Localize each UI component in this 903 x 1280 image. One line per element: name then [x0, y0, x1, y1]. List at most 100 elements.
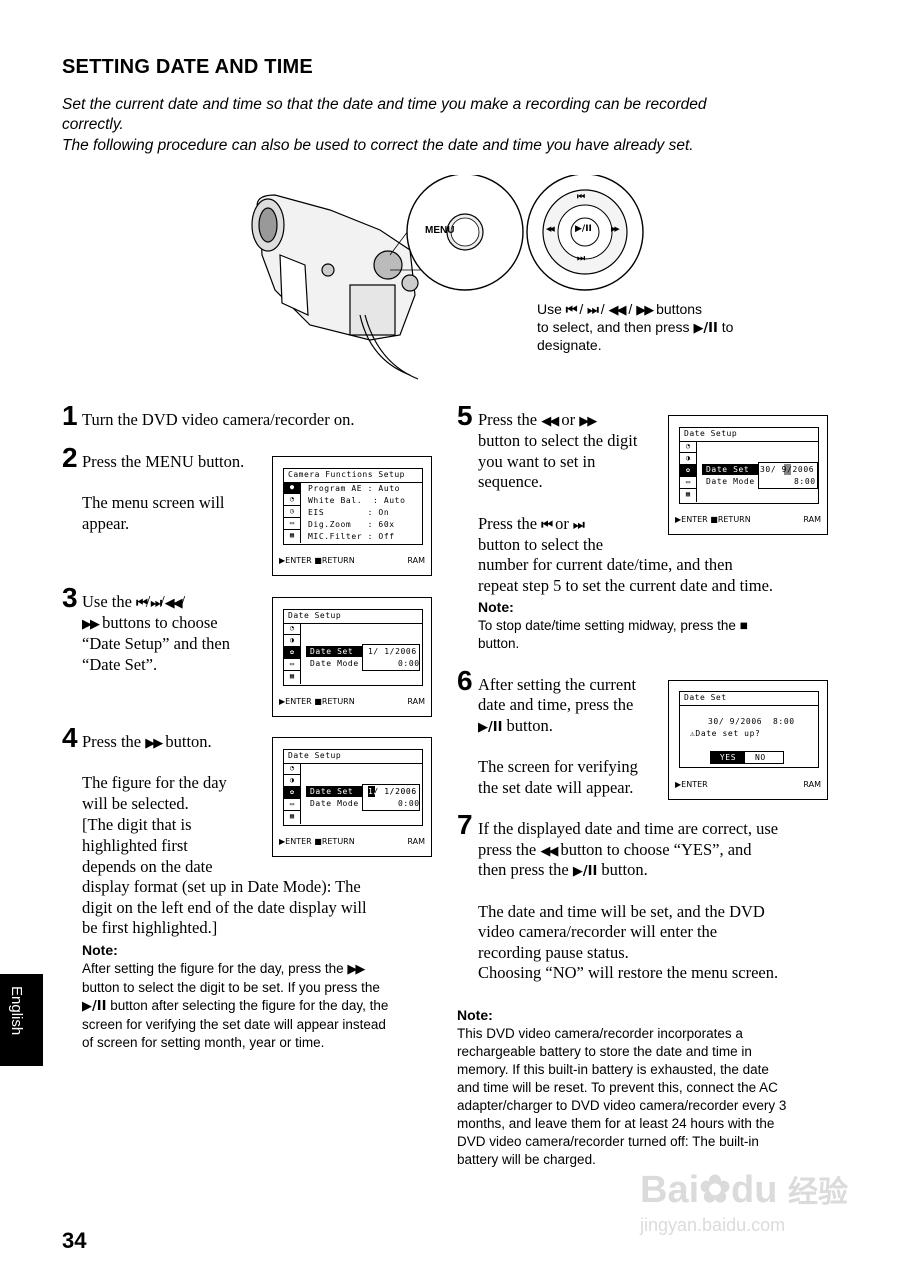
step-3-line-4: “Date Set”. — [82, 655, 158, 674]
date-mode-row: Date Mode — [310, 799, 359, 808]
play-pause-icon: ▶/II — [572, 864, 598, 879]
settings-icon: ▦ — [289, 531, 295, 539]
date-setup-screen-c: Date Setup ◔ ◑ ✿ ▭ ▦ Date Set Date Mode … — [668, 415, 828, 535]
illustration-caption: Use ⏮ / ⏭ / ◀◀ / ▶▶ buttons to select, a… — [537, 301, 734, 353]
enter-label: ▶ENTER — [675, 780, 708, 789]
confirm-question: ⚠Date set up? — [690, 729, 761, 738]
prev-icon: ⏮ — [541, 518, 553, 533]
page-title: SETTING DATE AND TIME — [62, 56, 313, 78]
step-1-text: Turn the DVD video camera/recorder on. — [82, 410, 355, 429]
step-1-number: 1 — [62, 400, 78, 431]
step-4-wide-1: display format (set up in Date Mode): Th… — [82, 877, 361, 896]
note-label: Note: — [457, 1007, 493, 1023]
step-4-number: 4 — [62, 722, 78, 753]
step-7-line-3: then press the ▶/II button. — [478, 860, 648, 879]
time-value: 0:00 — [398, 659, 420, 668]
step-6-para-1: The screen for verifying — [478, 757, 638, 776]
language-label: English — [8, 986, 25, 1036]
settings-icon: ▦ — [289, 812, 295, 820]
caption-line-2-suffix: to — [721, 319, 734, 335]
screen-title: Date Setup — [288, 751, 342, 760]
rewind-icon: ◀◀ — [541, 414, 559, 429]
screen-title: Date Setup — [288, 611, 342, 620]
date-value: 30/ 9/2006 — [760, 465, 815, 474]
ram-label: RAM — [803, 515, 821, 524]
date-mode-row: Date Mode — [310, 659, 359, 668]
step-4-para-4: highlighted first — [82, 836, 188, 855]
stop-icon: ■ — [739, 618, 748, 633]
menu-row: Dig.Zoom : 60x — [308, 520, 395, 529]
date-set-row: Date Set — [306, 646, 362, 657]
camera-icon: ◔ — [284, 763, 300, 775]
step-4-para-1: The figure for the day — [82, 773, 227, 792]
step-4-para-2: will be selected. — [82, 794, 189, 813]
rewind-icon: ◀◀ — [608, 303, 627, 318]
screen-icon: ▭ — [680, 477, 696, 489]
enter-label: ▶ENTER ■RETURN — [279, 837, 355, 846]
camera-icon: ● — [284, 482, 300, 494]
date-confirm-screen: Date Set 30/ 9/2006 8:00 ⚠Date set up? Y… — [668, 680, 828, 800]
menu-row: EIS : On — [308, 508, 390, 517]
baidu-watermark: Bai✿du 经验 jingyan.baidu.com — [640, 1169, 848, 1235]
date-icon: ✿ — [284, 787, 300, 799]
clock-icon: ◷ — [284, 506, 300, 518]
next-icon: ⏭ — [577, 254, 585, 264]
confirm-date: 30/ 9/2006 8:00 — [708, 717, 795, 726]
step-5-para-2: button to select the — [478, 535, 604, 554]
date-icon: ✿ — [284, 647, 300, 659]
language-side-tab: English — [0, 974, 43, 1066]
note-label: Note: — [478, 599, 514, 615]
step-6-para-2: the set date will appear. — [478, 778, 634, 797]
play-pause-icon: ▶/II — [693, 321, 718, 336]
step-2-sub-2: appear. — [82, 514, 130, 533]
step-5-wide-2: repeat step 5 to set the current date an… — [478, 576, 774, 595]
caption-line-3: designate. — [537, 337, 602, 353]
no-option[interactable]: NO — [755, 753, 766, 762]
yes-option[interactable]: YES — [711, 752, 745, 763]
step-4-para-3: [The digit that is — [82, 815, 192, 834]
record-icon: ◑ — [680, 453, 696, 465]
screen-icon: ▭ — [284, 799, 300, 811]
date-icon: ✿ — [680, 465, 696, 477]
fast-forward-icon: ▶▶ — [611, 225, 620, 233]
step-7-number: 7 — [457, 809, 473, 840]
step-7-para-4: Choosing “NO” will restore the menu scre… — [478, 963, 779, 982]
step-6-number: 6 — [457, 665, 473, 696]
step-5-para-1: Press the ⏮ or ⏭ — [478, 514, 585, 533]
time-value: 8:00 — [794, 477, 816, 486]
camera-icon: ◔ — [680, 441, 696, 453]
camcorder-drawing — [251, 194, 419, 380]
next-icon: ⏭ — [572, 518, 585, 533]
step-7-para-1: The date and time will be set, and the D… — [478, 902, 765, 921]
ram-label: RAM — [407, 697, 425, 706]
screen-title: Date Setup — [684, 429, 738, 438]
step-7-para-2: video camera/recorder will enter the — [478, 922, 718, 941]
ram-label: RAM — [407, 837, 425, 846]
rewind-icon: ◀◀ — [540, 844, 558, 859]
step-7-para-3: recording pause status. — [478, 943, 629, 962]
fast-forward-icon: ▶▶ — [82, 617, 100, 632]
step-5-wide-1: number for current date/time, and then — [478, 555, 733, 574]
caption-suffix: buttons — [656, 301, 703, 317]
next-icon: ⏭ — [587, 303, 599, 318]
ram-label: RAM — [803, 780, 821, 789]
step-5-number: 5 — [457, 400, 473, 431]
step-5-line-4: sequence. — [478, 472, 543, 491]
page-number: 34 — [62, 1228, 87, 1253]
date-setup-screen-b: Date Setup ◔ ◑ ✿ ▭ ▦ Date Set Date Mode … — [272, 737, 432, 857]
paw-icon: ✿ — [699, 1169, 731, 1211]
caption-prefix: Use — [537, 301, 562, 317]
step-3-line-2: ▶▶ buttons to choose — [82, 613, 218, 632]
play-pause-icon: ▶/II — [82, 999, 107, 1014]
note-battery: This DVD video camera/recorder incorpora… — [457, 1026, 787, 1167]
play-pause-icon: ▶/II — [478, 720, 503, 735]
intro-line-1: Set the current date and time so that th… — [62, 96, 707, 113]
step-4-wide-2: digit on the left end of the date displa… — [82, 898, 367, 917]
fast-forward-icon: ▶▶ — [145, 736, 163, 751]
note-label: Note: — [82, 942, 118, 958]
play-pause-icon: ▶/II — [575, 224, 592, 234]
record-icon: ◑ — [284, 635, 300, 647]
screen-icon: ▭ — [284, 659, 300, 671]
ram-label: RAM — [407, 556, 425, 565]
menu-row: Program AE : Auto — [308, 484, 401, 493]
